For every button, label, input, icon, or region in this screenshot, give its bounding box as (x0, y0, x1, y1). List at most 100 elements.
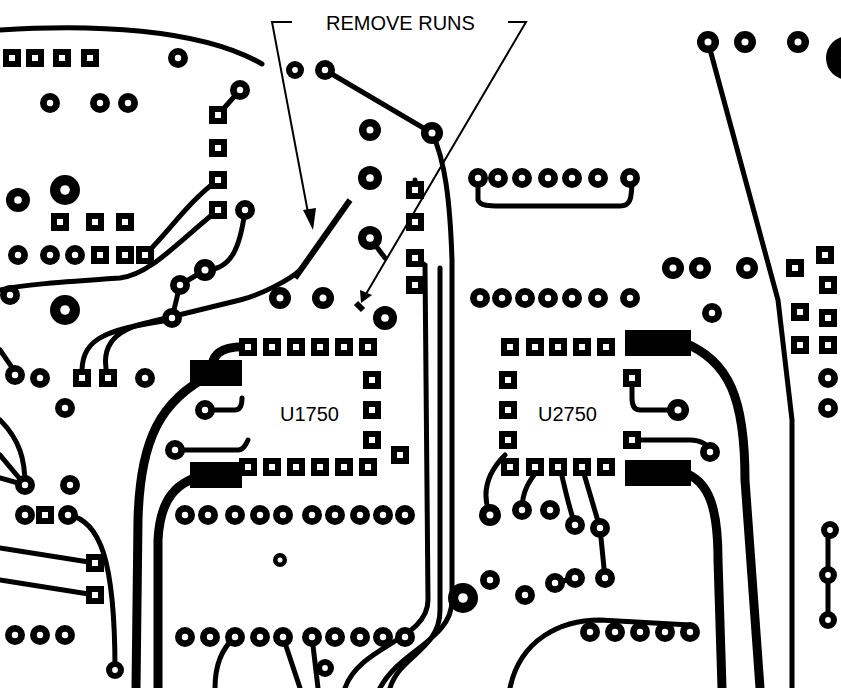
pad-hole (369, 437, 375, 443)
pad-hole (201, 266, 208, 273)
pad-hole (177, 282, 183, 288)
round-pad (0, 285, 20, 305)
pad-hole (381, 314, 389, 322)
pad-hole (827, 527, 833, 533)
square-pad (406, 276, 424, 294)
round-pad (235, 200, 255, 220)
round-pad (55, 398, 75, 418)
pad-hole (366, 234, 374, 242)
round-pad (562, 168, 582, 188)
square-pad (363, 431, 381, 449)
round-pad (702, 303, 722, 323)
round-pad (680, 622, 700, 642)
pad-hole (79, 375, 85, 381)
round-pad (316, 659, 334, 677)
pad-hole (495, 175, 501, 181)
round-pad (60, 475, 80, 495)
pad-hole (142, 252, 148, 258)
round-pad (30, 368, 50, 388)
pad-hole (603, 344, 609, 350)
pad-hole (412, 282, 418, 288)
pad-hole (57, 219, 63, 225)
pad-hole (505, 377, 511, 383)
pad-hole (341, 464, 347, 470)
pad-hole (245, 344, 251, 350)
pad-hole (579, 464, 585, 470)
round-pad (273, 627, 293, 647)
copper-pad-area (625, 330, 691, 356)
round-pad (286, 61, 304, 79)
round-pad (40, 93, 60, 113)
pad-hole (125, 100, 131, 106)
pad-hole (309, 634, 315, 640)
copper-trace (632, 440, 710, 452)
round-pad (8, 245, 28, 265)
pad-hole (22, 512, 28, 518)
square-pad (573, 458, 591, 476)
round-pad (250, 627, 270, 647)
pad-hole (47, 100, 53, 106)
round-pad (540, 500, 560, 520)
pad-hole (357, 512, 363, 518)
square-pad (263, 458, 281, 476)
pad-hole (7, 292, 13, 298)
pad-hole (232, 512, 238, 518)
round-pad (700, 442, 720, 462)
pad-hole (169, 315, 175, 321)
square-pad (335, 458, 353, 476)
round-pad (480, 570, 500, 590)
pad-hole (59, 55, 65, 61)
round-pad (269, 287, 291, 309)
pad-hole (797, 309, 803, 315)
round-pad (565, 568, 585, 588)
pad-hole (743, 264, 750, 271)
pad-hole (794, 38, 801, 45)
pad-hole (595, 295, 601, 301)
pad-hole (707, 449, 713, 455)
pad-hole (37, 375, 43, 381)
copper-trace (390, 268, 440, 688)
round-pad (448, 583, 478, 613)
copper-trace (82, 320, 170, 378)
pad-hole (412, 255, 418, 261)
square-pad (363, 371, 381, 389)
square-pad (116, 246, 134, 264)
pad-hole (507, 344, 513, 350)
square-pad (53, 49, 71, 67)
pad-hole (704, 38, 711, 45)
pad-hole (532, 344, 538, 350)
round-pad (826, 36, 841, 80)
round-pad (350, 505, 370, 525)
square-pad (335, 338, 353, 356)
pad-hole (122, 252, 128, 258)
pad-hole (37, 632, 43, 638)
round-pad (230, 80, 250, 100)
round-pad (515, 288, 535, 308)
round-pad (135, 368, 155, 388)
square-pad (99, 369, 117, 387)
square-pad (209, 171, 227, 189)
pad-hole (397, 452, 403, 458)
round-pad (312, 287, 334, 309)
pad-hole (369, 407, 375, 413)
round-pad (538, 288, 558, 308)
pad-hole (412, 219, 418, 225)
pad-hole (280, 634, 286, 640)
square-pad (239, 458, 257, 476)
copper-trace (175, 440, 248, 450)
pad-hole (12, 632, 18, 638)
pad-hole (709, 310, 715, 316)
square-pad (209, 139, 227, 157)
pad-hole (97, 100, 103, 106)
pad-hole (215, 112, 221, 118)
round-pad (697, 31, 719, 53)
pad-hole (205, 512, 211, 518)
copper-trace (0, 548, 95, 563)
square-pad (499, 371, 517, 389)
pad-hole (92, 219, 98, 225)
pad-hole (825, 572, 831, 578)
round-pad (5, 365, 25, 385)
pad-hole (741, 38, 748, 45)
pad-hole (597, 525, 603, 531)
